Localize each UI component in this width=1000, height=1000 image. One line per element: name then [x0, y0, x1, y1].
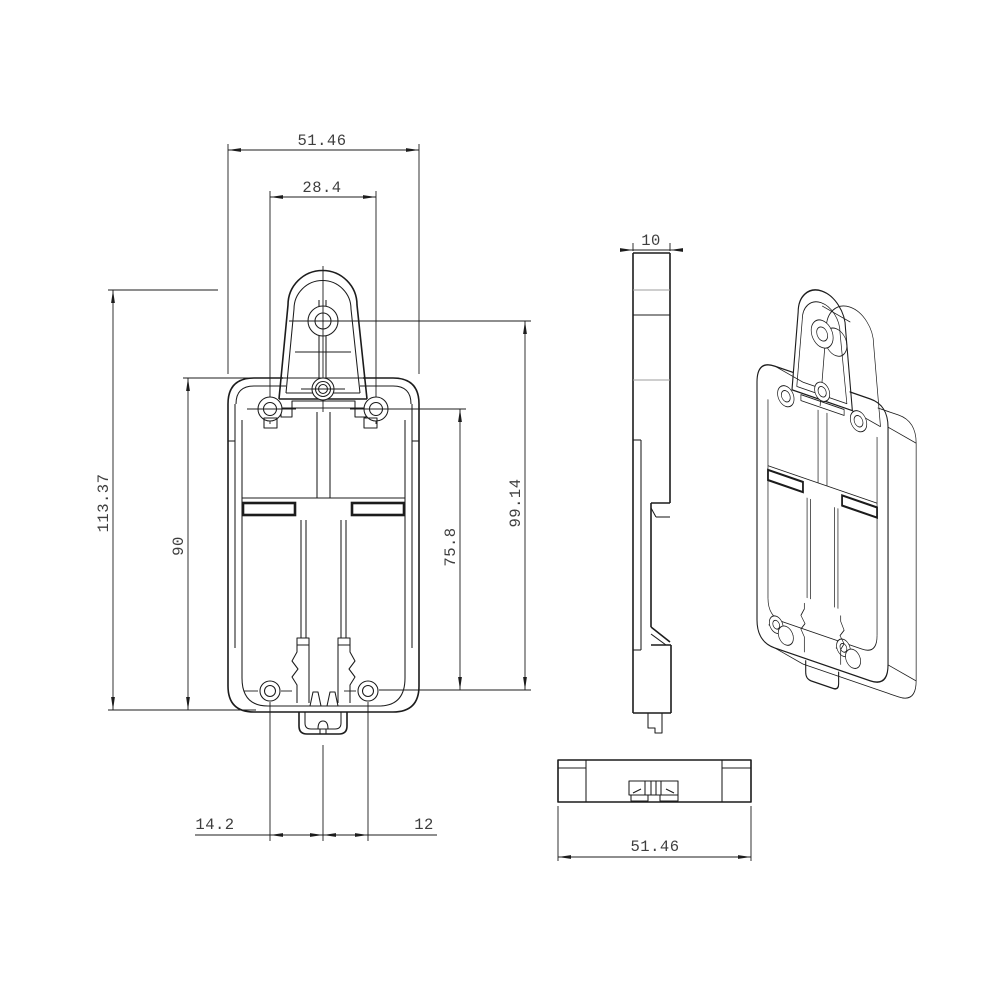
- dim-front-overall-height: 113.37: [95, 474, 113, 533]
- front-rail-clip: [298, 712, 348, 735]
- iso-interior: [767, 409, 878, 690]
- dim-front-overall-width: 51.46: [297, 132, 346, 150]
- dim-front-body-height: 90: [170, 536, 188, 556]
- dim-front-bottom-right-hole-offset: 12: [414, 816, 434, 834]
- dim-front-hole-span-height: 99.14: [507, 478, 525, 527]
- dim-side-thickness: 10: [641, 232, 661, 250]
- dim-front-side-to-bottom-hole: 75.8: [442, 527, 460, 566]
- isometric-view: [756, 289, 917, 699]
- side-dimension: 10: [620, 232, 683, 252]
- side-view: 10: [620, 232, 683, 734]
- dim-front-upper-hole-spacing: 28.4: [302, 179, 341, 197]
- iso-holes: [768, 319, 868, 669]
- dim-front-bottom-left-hole-offset: 14.2: [195, 816, 234, 834]
- iso-front-outline: [756, 289, 889, 683]
- front-extension-lines: [108, 144, 531, 841]
- front-view: 51.46 28.4 113.37 90 99.14 75.8 14.2 12: [95, 132, 531, 841]
- front-body-outline: [227, 377, 420, 713]
- bottom-view: 51.46: [557, 759, 752, 861]
- bottom-dimension: 51.46: [557, 806, 752, 861]
- front-dimension-lines: [111, 148, 527, 837]
- front-holes: [244, 266, 404, 702]
- side-profile: [632, 252, 672, 734]
- front-interior: [241, 412, 406, 707]
- bottom-profile: [557, 759, 752, 803]
- dim-bottom-overall-width: 51.46: [630, 838, 679, 856]
